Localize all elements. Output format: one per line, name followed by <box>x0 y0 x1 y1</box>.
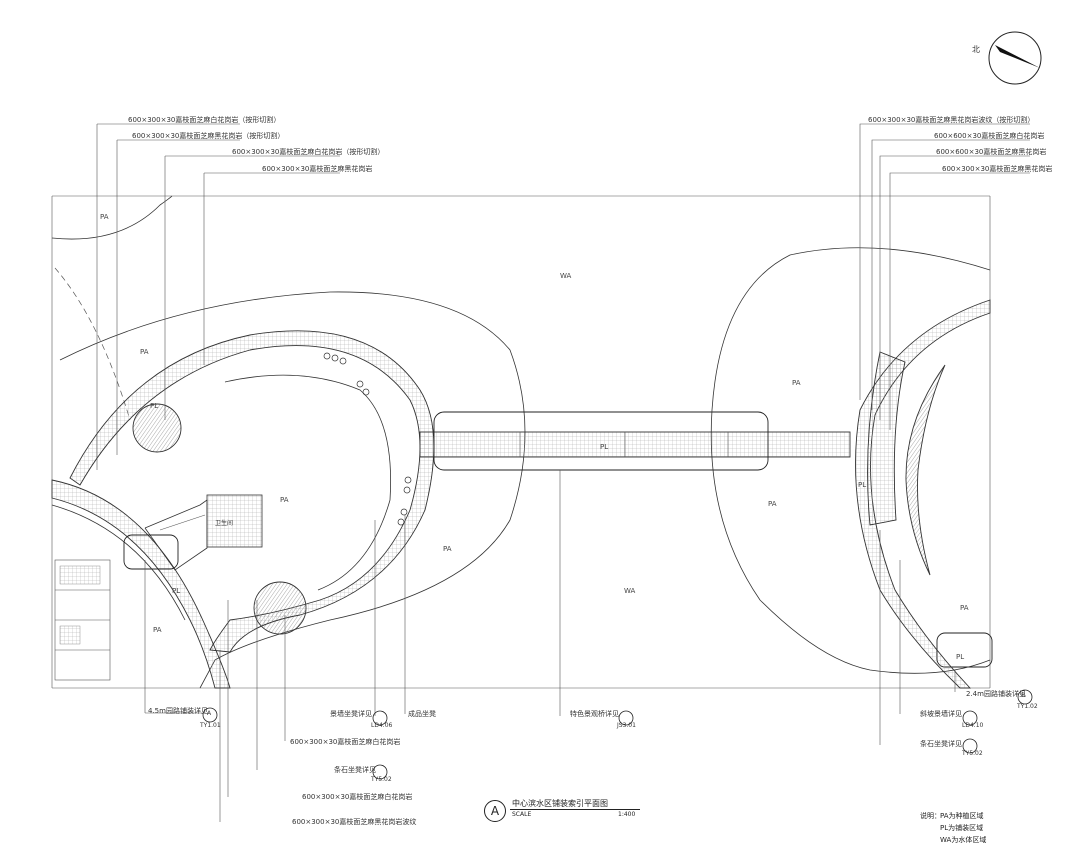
toilet-building <box>144 494 263 571</box>
zone-pl-label: PL <box>600 443 609 451</box>
legend-item: PL为铺装区域 <box>940 824 984 832</box>
lower-material-label-3: 600×300×30嘉枝面芝麻黑花岗岩波纹 <box>292 818 417 826</box>
north-arrow <box>988 31 1042 85</box>
left-material-label-4: 600×300×30嘉枝面芝麻黑花岗岩 <box>262 165 373 173</box>
slope-wall-callout: 斜坡景墙详见 <box>920 710 962 718</box>
site-boundary <box>51 195 991 689</box>
right-path-callout: 2.4m园路铺装详见 <box>966 690 1026 698</box>
right-stair-block <box>867 351 906 526</box>
landscape-wall-ref: LD4.06 <box>371 722 393 729</box>
round-path-callout: 4.5m园路铺装详见 <box>148 707 208 715</box>
zone-pa-label: PA <box>960 604 969 612</box>
stepping-stones <box>323 352 412 526</box>
ring-inner-edge-line <box>224 374 391 591</box>
legend-item: WA为水体区域 <box>940 836 987 844</box>
bridge-ref: JS3.01 <box>617 722 636 729</box>
legend-head: 说明： <box>920 812 941 820</box>
left-material-label-3: 600×300×30嘉枝面芝麻白花岗岩（按形切割） <box>232 148 385 156</box>
right-path-mark: B <box>1021 692 1026 699</box>
left-material-label-2: 600×300×30嘉枝面芝麻黑花岗岩（按形切割） <box>132 132 285 140</box>
bottom-leader-lines <box>144 470 956 822</box>
right-crescent-water-feature <box>905 364 946 576</box>
planter-circle-lower <box>253 581 307 635</box>
scale-label: SCALE <box>512 811 532 818</box>
round-path-ref: TY1.01 <box>200 722 221 729</box>
stone-seat-ref: TY5.02 <box>371 776 392 783</box>
drawing-title: 中心滨水区铺装索引平面图 <box>512 799 608 808</box>
right-stone-seat-callout: 条石坐凳详见 <box>920 740 962 748</box>
landscape-wall-callout: 景墙坐凳详见 <box>330 710 372 718</box>
zone-pa-label: PA <box>100 213 109 221</box>
bridge-deck <box>419 431 851 458</box>
zone-pa-label: PA <box>153 626 162 634</box>
central-ring-paving <box>69 330 435 653</box>
ref-bubbles <box>202 689 1033 780</box>
right-path-ref: TY1.02 <box>1017 703 1038 710</box>
zone-pa-label: PA <box>140 348 149 356</box>
left-material-label-1: 600×300×30嘉枝面芝麻白花岗岩（按形切割） <box>128 116 281 124</box>
zone-pl-label: PL <box>858 481 867 489</box>
zone-pa-label: PA <box>280 496 289 504</box>
slope-wall-ref: LD4.10 <box>962 722 984 729</box>
legend-item: PA为种植区域 <box>940 812 984 820</box>
left-dashed-arc <box>54 267 131 421</box>
title-mark: A <box>484 800 506 822</box>
bridge-callout: 特色景观桥详见 <box>570 710 619 718</box>
legend: 说明： PA为种植区域 PL为铺装区域 WA为水体区域 <box>920 810 986 846</box>
left-landform-edge <box>59 291 526 689</box>
left-upper-planting-edge <box>51 195 173 240</box>
lower-material-label-1: 600×300×30嘉枝面芝麻白花岗岩 <box>290 738 401 746</box>
planter-circle-upper <box>132 403 182 453</box>
left-leader-lines <box>96 123 340 470</box>
zone-wa-label: WA <box>560 272 572 280</box>
drawing-title-block: A 中心滨水区铺装索引平面图 SCALE 1:400 <box>484 796 644 826</box>
right-stone-seat-ref: TY5.02 <box>962 750 983 757</box>
planter-callout: 成品坐凳 <box>408 710 436 718</box>
right-leader-lines <box>859 123 1030 430</box>
right-material-label-2: 600×600×30嘉枝面芝麻白花岗岩 <box>934 132 1045 140</box>
zone-pa-label: PA <box>768 500 777 508</box>
right-material-label-3: 600×600×30嘉枝面芝麻黑花岗岩 <box>936 148 1047 156</box>
scale-value: 1:400 <box>618 811 636 818</box>
round-path-mark: A <box>207 710 212 717</box>
zone-pa-label: PA <box>443 545 452 553</box>
building-label: 卫生间 <box>215 520 234 527</box>
right-material-label-4: 600×300×30嘉枝面芝麻黑花岗岩 <box>942 165 1053 173</box>
north-label: 北 <box>972 45 980 54</box>
zone-pl-label: PL <box>172 587 181 595</box>
right-material-label-1: 600×300×30嘉枝面芝麻黑花岗岩波纹（按形切割） <box>868 116 1035 124</box>
left-building-grid <box>54 559 111 681</box>
zone-pa-label: PA <box>792 379 801 387</box>
title-rule <box>510 809 640 810</box>
right-landform-edge <box>710 247 991 674</box>
zone-pl-label: PL <box>150 402 159 410</box>
callout-box-left <box>123 534 179 570</box>
bridge-callout-box <box>433 411 769 471</box>
zone-wa-label: WA <box>624 587 636 595</box>
stone-seat-callout: 条石坐凳详见 <box>334 766 376 774</box>
lower-material-label-2: 600×300×30嘉枝面芝麻白花岗岩 <box>302 793 413 801</box>
ring-inner-edge <box>51 504 186 621</box>
zone-pl-label: PL <box>956 653 965 661</box>
lower-left-ring-path <box>51 479 231 689</box>
